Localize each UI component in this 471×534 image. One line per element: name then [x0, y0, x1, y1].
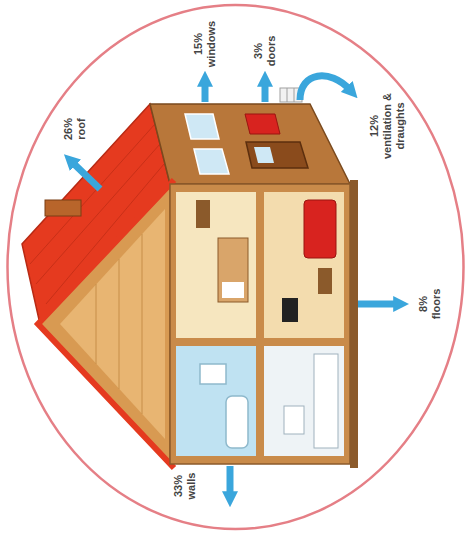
- heat-arrow: [262, 82, 269, 102]
- roof-edge: [38, 180, 174, 468]
- red-window: [245, 114, 280, 134]
- heat-arrow: [358, 301, 398, 308]
- floor-slab: [350, 180, 358, 468]
- percentage-label: 12% ventilation & draughts: [368, 87, 408, 165]
- bed: [218, 238, 248, 302]
- side-facade: [150, 104, 350, 184]
- chimney: [45, 200, 81, 216]
- step-line: [294, 88, 295, 102]
- percentage-label: 15% windows: [192, 21, 218, 67]
- desk: [196, 200, 210, 228]
- bathtub: [226, 396, 248, 448]
- percentage-label: 26% roof: [62, 118, 88, 140]
- bathroom: [176, 346, 256, 456]
- percentage-label: 33% walls: [172, 473, 198, 500]
- cooker: [284, 406, 304, 434]
- frame-ellipse: [8, 5, 464, 529]
- pillow: [222, 282, 244, 298]
- window: [185, 114, 219, 139]
- heat-arrow: [72, 162, 100, 189]
- step-line: [287, 88, 288, 102]
- attic-plank: [96, 284, 97, 364]
- living-room: [264, 192, 344, 338]
- bedroom: [176, 192, 256, 338]
- table: [318, 268, 332, 294]
- door: [246, 142, 308, 168]
- television: [282, 298, 298, 322]
- kitchen: [264, 346, 344, 456]
- heat-arrow: [202, 82, 209, 102]
- heat-arrow: [227, 466, 234, 496]
- attic-plank: [119, 259, 120, 389]
- percentage-label: 3% doors: [252, 36, 278, 67]
- attic-plank: [142, 234, 143, 414]
- window: [194, 149, 229, 174]
- heat-arrow: [300, 76, 350, 100]
- door-window: [254, 147, 274, 163]
- sink: [200, 364, 226, 384]
- percentage-label: 8% floors: [417, 289, 443, 320]
- sofa: [304, 200, 336, 258]
- kitchen-counter: [314, 354, 338, 448]
- front-wall: [170, 184, 350, 464]
- gable: [40, 184, 170, 464]
